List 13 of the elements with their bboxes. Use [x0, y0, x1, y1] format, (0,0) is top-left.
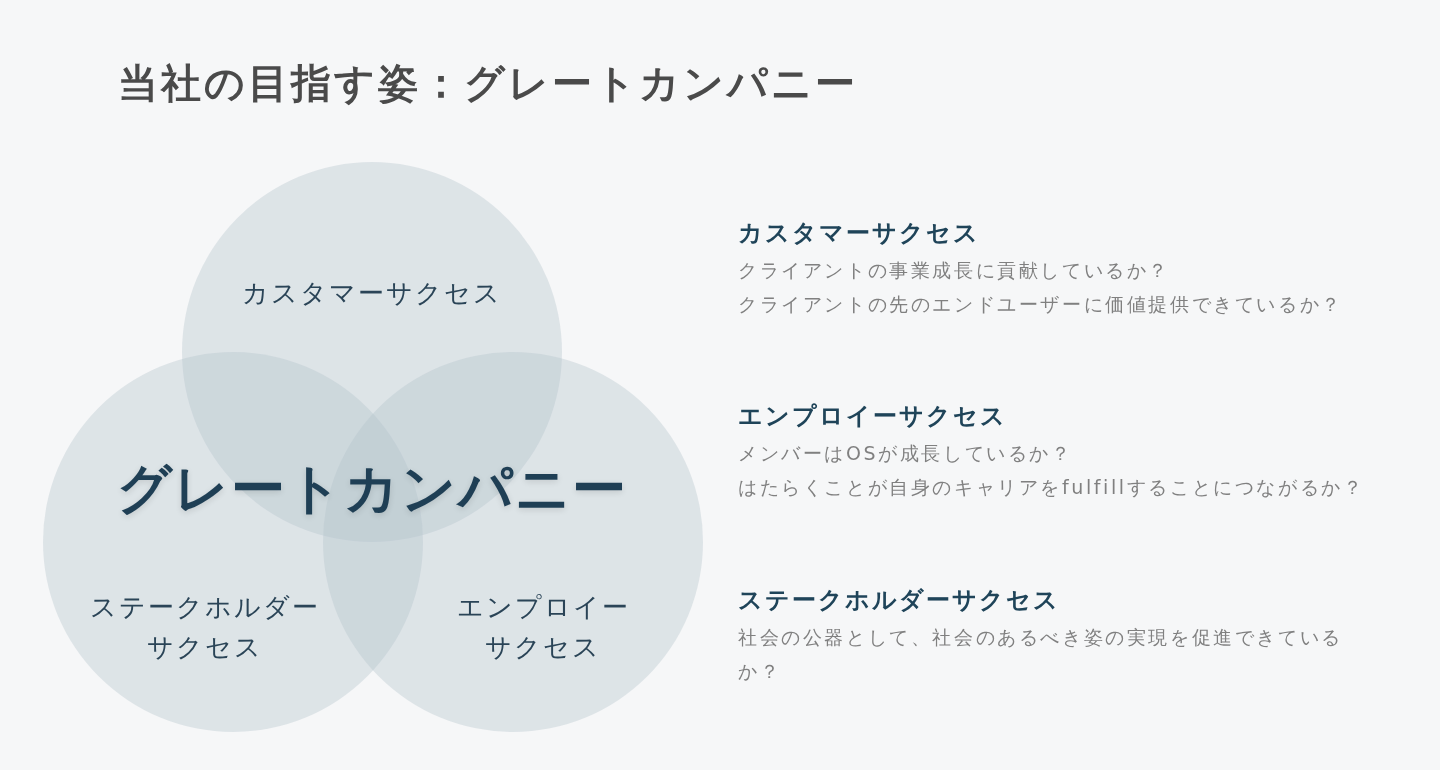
circle-label: エンプロイーサクセス	[455, 591, 631, 664]
section-heading: エンプロイーサクセス	[738, 401, 1008, 432]
section-heading: カスタマーサクセス	[738, 218, 981, 249]
question-text: クライアントの事業成長に貢献しているか？	[738, 258, 1171, 283]
question-text: 社会の公器として、社会のあるべき姿の実現を促進できているか？	[738, 625, 1344, 684]
question-text: はたらくことが自身のキャリアをfulfillすることにつながるか？	[738, 475, 1366, 500]
question-text: クライアントの先のエンドユーザーに価値提供できているか？	[738, 292, 1344, 317]
question-text: メンバーはOSが成長しているか？	[738, 441, 1074, 466]
section-heading: ステークホルダーサクセス	[738, 585, 1061, 616]
circle-label: カスタマーサクセス	[241, 277, 503, 310]
page-title: 当社の目指す姿：グレートカンパニー	[118, 59, 858, 108]
center-title: グレートカンパニー	[116, 456, 628, 522]
circle-label: ステークホルダーサクセス	[89, 591, 321, 664]
